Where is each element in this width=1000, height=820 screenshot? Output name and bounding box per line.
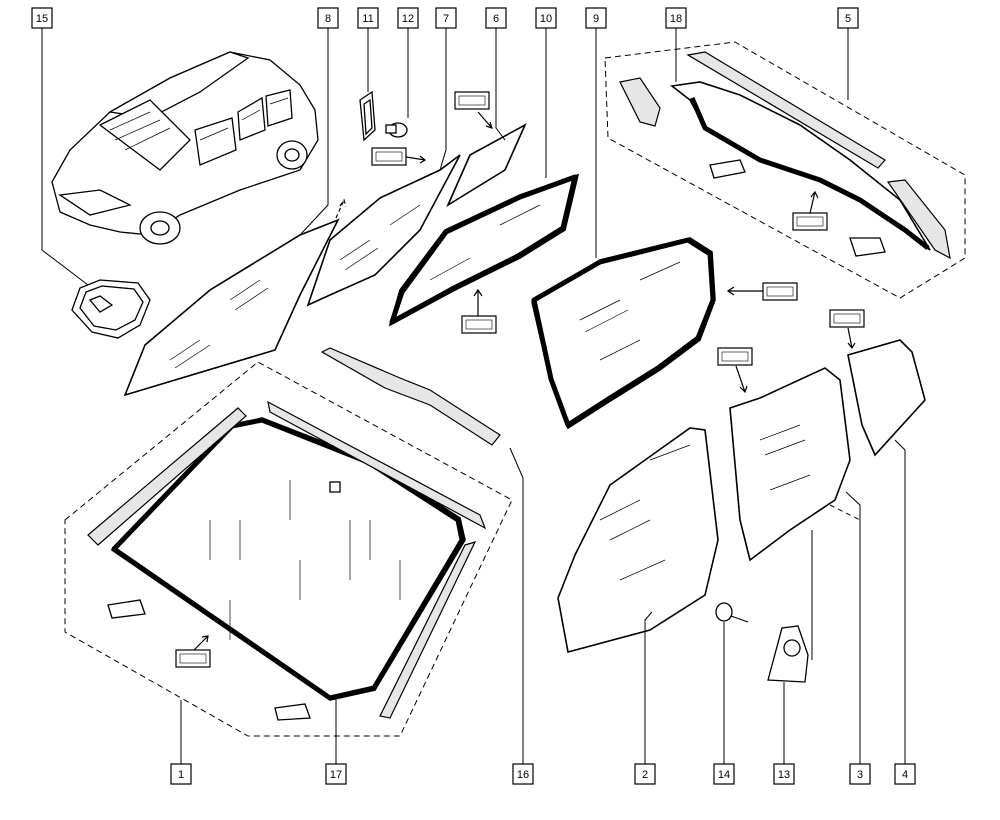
part-2-door-glass <box>557 427 719 653</box>
callout-label: 13 <box>778 769 790 781</box>
callout-11: 11 <box>357 7 379 29</box>
callout-6: 6 <box>485 7 507 29</box>
callout-label: 6 <box>493 13 499 25</box>
callout-label: 7 <box>443 13 449 25</box>
callout-label: 18 <box>670 13 682 25</box>
callout-15: 15 <box>31 7 53 29</box>
part-13-bracket <box>767 625 809 683</box>
callout-label: 9 <box>593 13 599 25</box>
group-5-rear-window <box>604 41 966 299</box>
callout-label: 1 <box>178 769 184 781</box>
callout-17: 17 <box>325 763 347 785</box>
callout-12: 12 <box>397 7 419 29</box>
callout-1: 1 <box>170 763 192 785</box>
callout-label: 2 <box>642 769 648 781</box>
part-16-cowl-strip <box>320 347 501 446</box>
ref-tag <box>762 282 798 301</box>
ref-tag <box>461 315 497 334</box>
callout-9: 9 <box>585 7 607 29</box>
part-8-quarter-glass <box>123 218 340 397</box>
callout-18: 18 <box>665 7 687 29</box>
part-7-glass <box>306 154 461 307</box>
callout-7: 7 <box>435 7 457 29</box>
callout-14: 14 <box>713 763 735 785</box>
car-illustration <box>51 51 319 245</box>
part-3-door-glass <box>729 367 851 562</box>
group-1-windscreen <box>64 361 513 737</box>
callout-3: 3 <box>849 763 871 785</box>
ref-tag <box>371 147 407 166</box>
ref-tag <box>829 309 865 328</box>
ref-tag <box>717 347 753 366</box>
part-14-screw <box>715 602 749 623</box>
callout-label: 15 <box>36 13 48 25</box>
callout-8: 8 <box>317 7 339 29</box>
callout-5: 5 <box>837 7 859 29</box>
callout-16: 16 <box>512 763 534 785</box>
callout-10: 10 <box>535 7 557 29</box>
part-6-glass <box>446 123 527 208</box>
callout-4: 4 <box>894 763 916 785</box>
tag-arrows <box>193 111 856 651</box>
callout-label: 3 <box>857 769 863 781</box>
leader-lines <box>41 28 906 764</box>
part-15-mirror-glass <box>71 279 151 339</box>
part-12-bolt <box>385 122 408 138</box>
part-10-glass-with-seal <box>388 173 580 327</box>
callout-label: 14 <box>718 769 730 781</box>
ref-tag <box>175 649 211 668</box>
callout-label: 4 <box>902 769 908 781</box>
reference-tags <box>175 91 865 668</box>
callout-label: 10 <box>540 13 552 25</box>
callout-label: 12 <box>402 13 414 25</box>
callout-label: 8 <box>325 13 331 25</box>
part-11-clip <box>359 90 376 142</box>
callout-13: 13 <box>773 763 795 785</box>
callout-2: 2 <box>634 763 656 785</box>
callout-label: 11 <box>362 13 373 25</box>
ref-tag <box>792 212 828 231</box>
part-4-glass <box>847 339 926 457</box>
part-9-glass-with-seal <box>531 237 716 430</box>
callout-label: 5 <box>845 13 851 25</box>
callout-label: 17 <box>330 769 342 781</box>
callout-label: 16 <box>517 769 529 781</box>
ref-tag <box>454 91 490 110</box>
